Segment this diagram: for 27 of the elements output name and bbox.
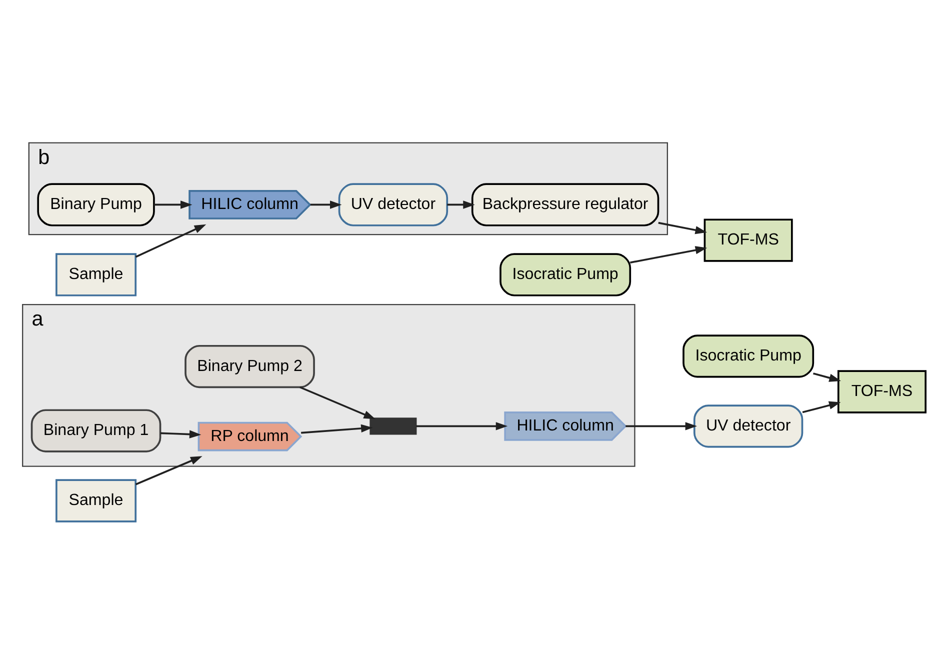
- arrow: [310, 200, 342, 209]
- node-box: Backpressure regulator: [471, 183, 660, 226]
- arrow: [812, 372, 841, 382]
- node-box: Binary Pump 2: [184, 344, 315, 388]
- node-box: Isocratic Pump: [500, 253, 632, 296]
- arrow: [135, 224, 206, 258]
- arrow: [630, 246, 708, 264]
- node-box: UV detector: [338, 183, 448, 226]
- node-box: Binary Pump 1: [30, 409, 162, 452]
- node-box: Isocratic Pump: [682, 334, 814, 378]
- node-box: Binary Pump: [37, 183, 155, 226]
- node-box: Sample: [56, 479, 137, 522]
- arrow: [447, 200, 475, 209]
- arrow: [658, 222, 708, 234]
- arrow: [802, 401, 841, 414]
- arrow: [154, 200, 192, 209]
- arrow: [300, 386, 376, 420]
- node-box: TOF-MS: [837, 370, 926, 414]
- arrow: [416, 422, 508, 430]
- arrow: [135, 456, 202, 486]
- arrow: [160, 430, 202, 438]
- arrow: [301, 424, 373, 434]
- node-box: Sample: [56, 253, 137, 296]
- node-box: [370, 418, 417, 435]
- node-box: TOF-MS: [704, 218, 793, 262]
- arrow: [626, 422, 698, 430]
- node-box: UV detector: [693, 404, 804, 448]
